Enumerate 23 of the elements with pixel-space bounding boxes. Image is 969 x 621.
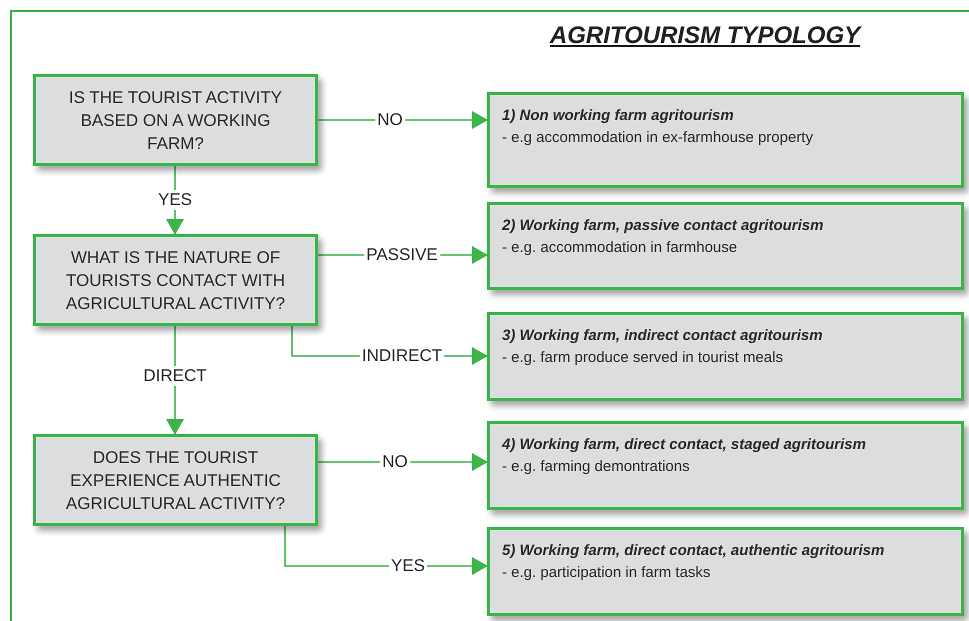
diagram-title: AGRITOURISM TYPOLOGY — [548, 22, 863, 50]
question-text: IS THE TOURIST ACTIVITY BASED ON A WORKING FARM? — [68, 86, 284, 154]
result-box — [487, 202, 964, 290]
result-box — [487, 92, 964, 188]
result-box — [487, 421, 964, 510]
decision-box — [33, 74, 318, 166]
result-heading: 5) Working farm, direct contact, authentic agritourism — [502, 541, 886, 561]
example-text: - e.g. accommodation in farmhouse — [502, 238, 738, 258]
result-box — [487, 312, 964, 401]
question-text: WHAT IS THE NATURE OF TOURISTS CONTACT WITH AGRICULTURAL ACTIVITY? — [64, 246, 286, 314]
result-heading: 1) Non working farm agritourism — [502, 106, 735, 126]
decision-box — [33, 434, 318, 526]
result-heading: 3) Working farm, indirect contact agritourism — [502, 326, 824, 346]
result-heading: 4) Working farm, direct contact, staged agritourism — [502, 435, 867, 455]
edge-label: YES — [156, 190, 194, 210]
question-text: DOES THE TOURIST EXPERIENCE AUTHENTIC AGRICULTURAL ACTIVITY? — [64, 446, 286, 514]
result-heading: 2) Working farm, passive contact agritourism — [502, 216, 824, 236]
example-text: - e.g. farm produce served in tourist meals — [502, 348, 784, 368]
example-text: - e.g accommodation in ex-farmhouse property — [502, 128, 814, 148]
decision-box — [33, 234, 318, 326]
example-text: - e.g. farming demontrations — [502, 457, 691, 477]
result-box — [487, 527, 964, 616]
example-text: - e.g. participation in farm tasks — [502, 563, 712, 583]
